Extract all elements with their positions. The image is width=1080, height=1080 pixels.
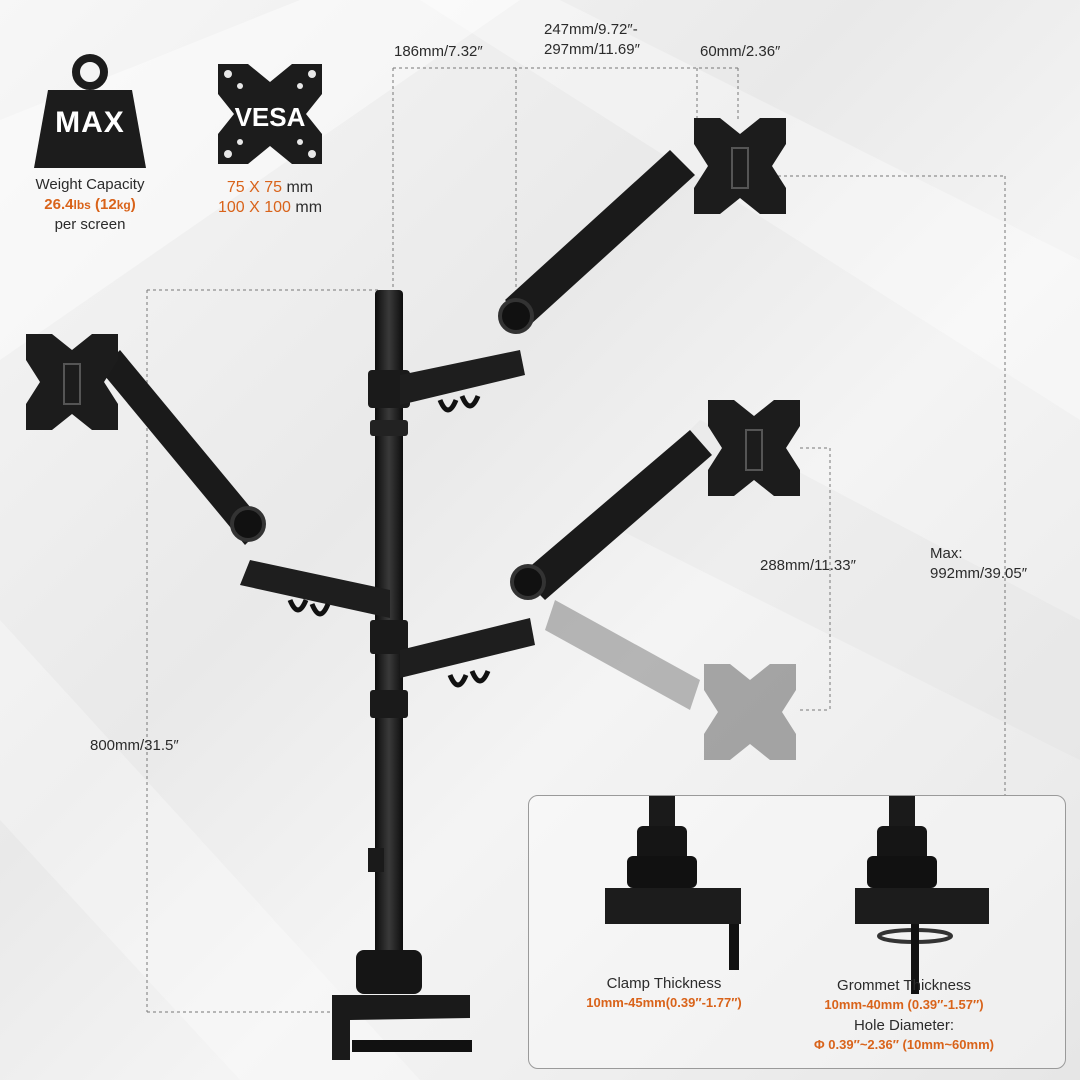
vesa-unit-1: mm [286,179,314,196]
vesa-plate-icon [218,64,322,164]
weight-value-number: 26.4 [44,196,74,213]
dimension-top-mid: 247mm/9.72″- 297mm/11.69″ [544,20,640,60]
max-weight-badge: MAX [30,50,150,170]
weight-value-kg-open: (12 [90,196,117,213]
clamp-thickness-title: Clamp Thickness [606,975,722,992]
hole-diameter-value: Φ 0.39″~2.36″ (10mm~60mm) [814,1037,994,1052]
dimension-tilt-range: 288mm/11.33″ [760,557,856,574]
weight-value-unit-lbs: lbs [73,198,91,212]
vesa-badge: VESA [218,64,322,164]
grommet-thickness-title: Grommet Thickness [837,977,971,994]
max-label: MAX [55,106,125,139]
grommet-thickness-value: 10mm-40mm (0.39″-1.57″) [824,997,984,1012]
lowered-ghost-vesa-plate [704,664,796,760]
grommet-mount-illustration [855,796,989,994]
clamp-detail-panel: Clamp Thickness 10mm-45mm(0.39″-1.77″) G… [528,795,1066,1069]
hole-diameter-title: Hole Diameter: [853,1017,955,1034]
upper-right-vesa-plate [694,118,786,214]
weight-value-unit-kg: kg [116,198,131,212]
weight-capacity-title: Weight Capacity [35,176,145,193]
dimension-max-value: 992mm/39.05″ [930,565,1028,582]
dimension-max-label: Max: [930,545,963,562]
dimension-top-mid-line2: 297mm/11.69″ [544,41,640,58]
lower-right-arm [400,430,712,710]
clamp-thickness-value: 10mm-45mm(0.39″-1.77″) [586,995,742,1010]
desk-clamp-base [332,950,472,1060]
dimension-max-height: Max: 992mm/39.05″ [930,544,1027,584]
weight-capacity-value: 26.4lbs (12kg) [10,195,170,215]
upper-right-arm [400,150,695,413]
vesa-size-100: 100 X 100 [217,199,291,216]
clamp-illustrations [605,796,989,994]
vesa-sizes-text: 75 X 75 mm 100 X 100 mm [190,178,350,218]
left-vesa-plate [26,334,118,430]
clamp-mount-illustration [605,796,741,970]
weight-value-kg-close: ) [130,196,136,213]
weight-icon [34,54,146,168]
weight-capacity-text: Weight Capacity 26.4lbs (12kg) per scree… [10,175,170,235]
dimension-top-mid-line1: 247mm/9.72″- [544,21,638,38]
dimension-top-left: 186mm/7.32″ [394,43,483,60]
center-pole [368,290,410,970]
dimension-pole-height: 800mm/31.5″ [90,737,179,754]
weight-per-screen: per screen [54,216,126,233]
dimension-top-right: 60mm/2.36″ [700,43,781,60]
vesa-size-75: 75 X 75 [226,179,283,196]
vesa-label: VESA [234,102,306,132]
vesa-unit-2: mm [295,199,323,216]
left-arm [100,350,390,618]
lower-right-vesa-plate [708,400,800,496]
